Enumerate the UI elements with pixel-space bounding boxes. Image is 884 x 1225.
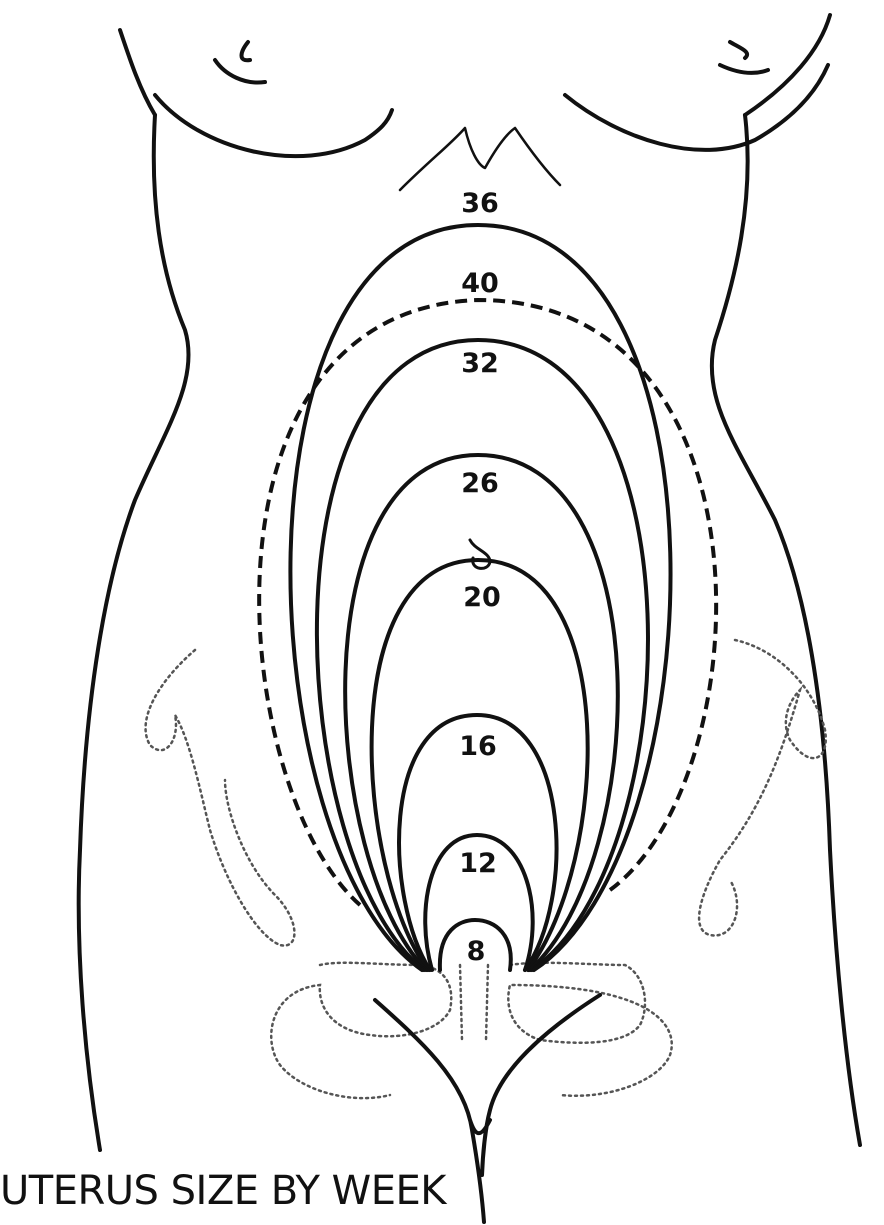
pelvis-sacrum — [460, 965, 488, 1040]
uterus-curve-26 — [345, 455, 618, 970]
week-label-12: 12 — [459, 848, 497, 879]
uterus-curve-20 — [372, 560, 588, 970]
pelvis-right-ilium — [699, 640, 826, 935]
rib-arch — [400, 128, 560, 190]
left-nipple — [215, 42, 265, 83]
week-label-26: 26 — [461, 468, 499, 499]
torso-right-side — [712, 115, 860, 1145]
left-shoulder — [120, 30, 155, 115]
right-shoulder — [745, 15, 830, 115]
week-label-16: 16 — [459, 731, 497, 762]
week-labels: 36 40 32 26 20 16 12 8 — [459, 188, 501, 967]
left-breast — [155, 95, 392, 156]
pelvis-left-ilium — [146, 650, 295, 946]
pelvis-left-pubic — [271, 963, 451, 1098]
week-label-40: 40 — [461, 268, 499, 299]
torso-left-side — [79, 115, 189, 1150]
right-nipple — [720, 42, 768, 73]
week-label-36: 36 — [461, 188, 499, 219]
week-label-32: 32 — [461, 348, 499, 379]
breasts — [155, 42, 828, 156]
diagram-caption: UTERUS SIZE BY WEEK — [0, 1168, 446, 1214]
week-label-20: 20 — [463, 582, 501, 613]
umbilicus — [470, 540, 490, 568]
week-label-8: 8 — [467, 936, 486, 967]
pelvis-right-pubic — [508, 963, 671, 1096]
